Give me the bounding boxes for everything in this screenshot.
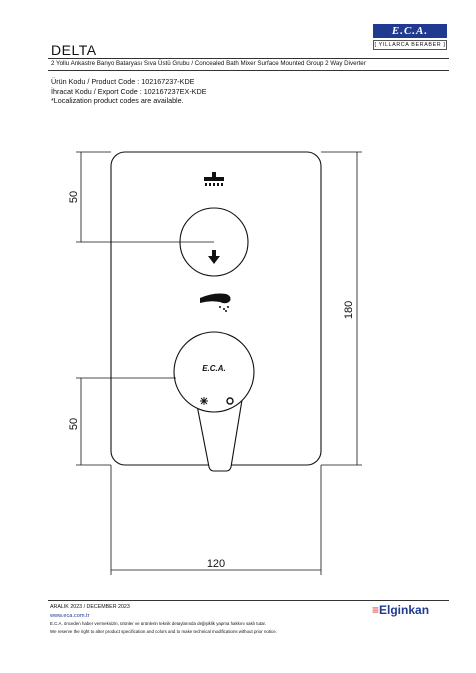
export-code: İhracat Kodu / Export Code : 102167237EX… bbox=[51, 86, 207, 96]
handle-brand-mark: E.C.A. bbox=[202, 364, 226, 373]
product-subtitle: 2 Yollu Ankastre Banyo Bataryası Sıva Üs… bbox=[51, 60, 366, 67]
shower-head-icon bbox=[204, 172, 224, 186]
dim-bottom-left bbox=[76, 377, 176, 466]
eca-logo-tagline: [ YILLARCA BERABER ] bbox=[373, 40, 447, 50]
snowflake-icon bbox=[200, 397, 208, 405]
footer-divider bbox=[48, 600, 449, 601]
dim-top-left-label: 50 bbox=[68, 191, 80, 203]
product-code: Ürün Kodu / Product Code : 102167237-KDE bbox=[51, 77, 195, 86]
footer-date: ARALIK 2023 / DECEMBER 2023 bbox=[50, 604, 130, 610]
header-divider bbox=[48, 58, 449, 59]
hand-shower-icon bbox=[200, 293, 231, 312]
product-codes: Ürün Kodu / Product Code : 102167237-KDE… bbox=[51, 77, 206, 106]
dim-width-label: 120 bbox=[207, 558, 225, 570]
dim-bottom-left-label: 50 bbox=[68, 418, 80, 430]
footer-disclaimer-tr: E.C.A. önceden haber vermeksizin, ürünle… bbox=[50, 621, 266, 626]
footer-disclaimer-en: We reserve the right to alter product sp… bbox=[50, 629, 277, 634]
footer-url[interactable]: www.eca.com.tr bbox=[50, 613, 90, 619]
dim-height-label: 180 bbox=[343, 301, 355, 319]
dim-top-left bbox=[76, 151, 214, 243]
elginkan-logo: ≡Elginkan bbox=[372, 603, 429, 617]
hot-dot-icon bbox=[226, 397, 234, 405]
elginkan-wordmark: Elginkan bbox=[379, 603, 430, 617]
eca-logo-mark: E.C.A. bbox=[373, 24, 447, 38]
dim-width bbox=[110, 465, 322, 575]
localization-note: *Localization product codes are availabl… bbox=[51, 96, 184, 105]
elginkan-mark-icon: ≡ bbox=[372, 603, 380, 617]
subheader-divider bbox=[48, 70, 449, 71]
eca-logo: E.C.A. [ YILLARCA BERABER ] bbox=[373, 24, 447, 51]
arrow-down-icon bbox=[208, 250, 220, 264]
product-title: DELTA bbox=[51, 42, 97, 58]
dim-height bbox=[321, 151, 362, 466]
mixer-handle bbox=[173, 331, 255, 472]
